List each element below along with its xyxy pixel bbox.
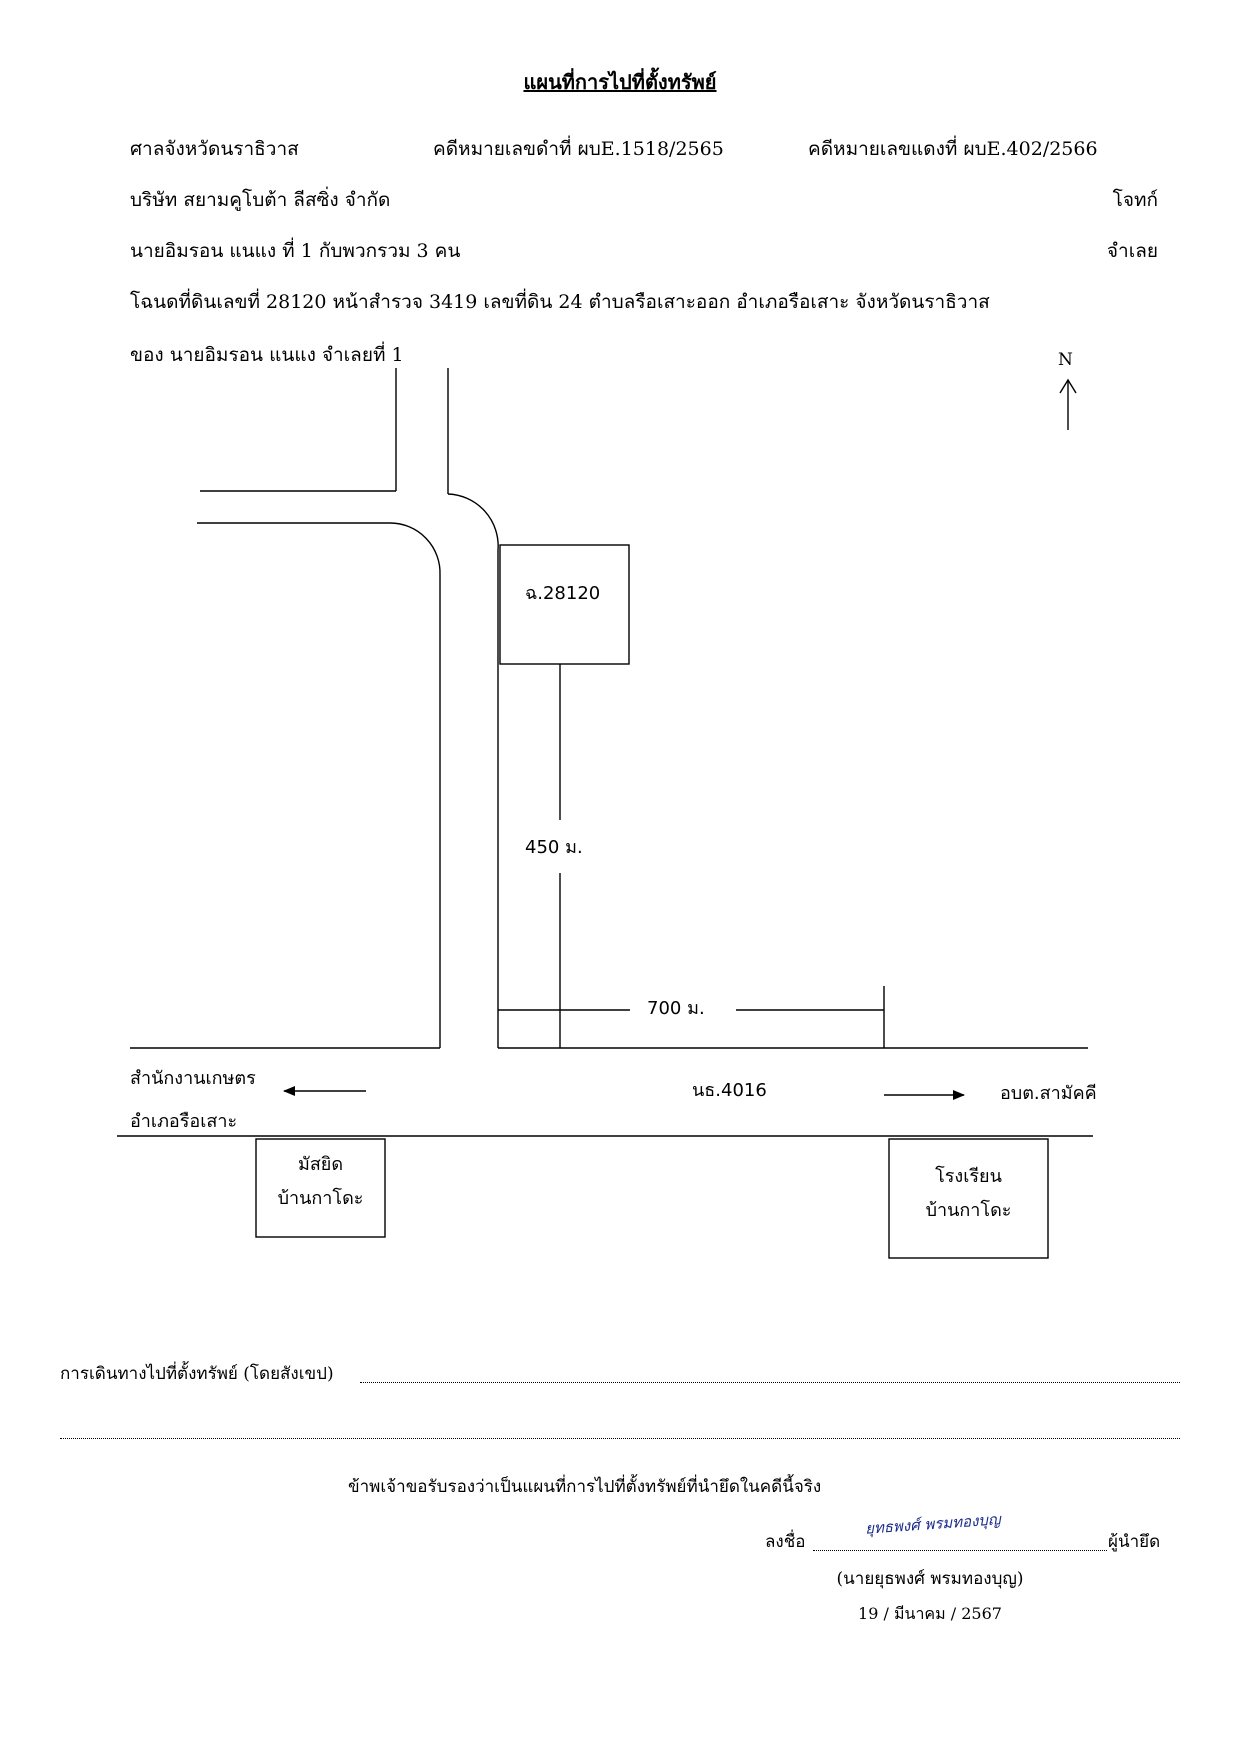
land-owner: ของ นายอิมรอน แนแง จำเลยที่ 1 bbox=[130, 344, 404, 366]
distance-horizontal-label: 700 ม. bbox=[647, 998, 705, 1019]
red-case-number: คดีหมายเลขแดงที่ ผบE.402/2566 bbox=[808, 138, 1098, 160]
right-destination: อบต.สามัคคี bbox=[1000, 1083, 1097, 1104]
mosque-line1: มัสยิด bbox=[297, 1154, 344, 1175]
school-box bbox=[888, 1138, 1049, 1259]
signature-line bbox=[813, 1550, 1107, 1551]
certification-statement: ข้าพเจ้าขอรับรองว่าเป็นแผนที่การไปที่ตั้… bbox=[348, 1477, 822, 1497]
road-name: นธ.4016 bbox=[692, 1080, 767, 1101]
north-arrow-icon bbox=[1059, 378, 1077, 430]
black-case-number: คดีหมายเลขดำที่ ผบE.1518/2565 bbox=[433, 138, 724, 160]
plaintiff-role: โจทก์ bbox=[1112, 189, 1158, 211]
school-line1: โรงเรียน bbox=[935, 1166, 1002, 1187]
plaintiff-name: บริษัท สยามคูโบต้า ลีสซิ่ง จำกัด bbox=[130, 189, 391, 211]
route-description-line-2 bbox=[60, 1438, 1180, 1439]
mosque-box bbox=[255, 1138, 386, 1238]
distance-vertical-label: 450 ม. bbox=[525, 837, 583, 858]
main-road bbox=[117, 1047, 1093, 1137]
plot-box bbox=[499, 544, 630, 665]
north-label: N bbox=[1058, 350, 1073, 370]
mosque-line2: บ้านกาโดะ bbox=[277, 1188, 364, 1209]
signing-date: 19 / มีนาคม / 2567 bbox=[858, 1604, 1002, 1623]
distance-lines bbox=[498, 664, 885, 1048]
route-description-line-1 bbox=[360, 1382, 1180, 1383]
school-label: โรงเรียน บ้านกาโดะ bbox=[889, 1160, 1048, 1228]
signer-name: (นายยุธพงศ์ พรมทองบุญ) bbox=[836, 1569, 1024, 1589]
signer-role: ผู้นำยึด bbox=[1108, 1532, 1161, 1552]
side-road bbox=[197, 368, 499, 1048]
land-deed: โฉนดที่ดินเลขที่ 28120 หน้าสำรวจ 3419 เล… bbox=[130, 291, 990, 313]
route-description-label: การเดินทางไปที่ตั้งทรัพย์ (โดยสังเขป) bbox=[60, 1364, 334, 1384]
page-title: แผนที่การไปที่ตั้งทรัพย์ bbox=[523, 70, 717, 94]
sign-label: ลงชื่อ bbox=[765, 1532, 806, 1552]
plot-label: ฉ.28120 bbox=[525, 583, 601, 604]
defendant-name: นายอิมรอน แนแง ที่ 1 กับพวกรวม 3 คน bbox=[130, 240, 461, 262]
left-destination-line2: อำเภอรือเสาะ bbox=[130, 1111, 238, 1132]
school-line2: บ้านกาโดะ bbox=[925, 1200, 1012, 1221]
mosque-label: มัสยิด บ้านกาโดะ bbox=[256, 1148, 385, 1216]
court-name: ศาลจังหวัดนราธิวาส bbox=[130, 138, 299, 160]
defendant-role: จำเลย bbox=[1106, 240, 1158, 262]
left-destination-line1: สำนักงานเกษตร bbox=[130, 1068, 256, 1089]
